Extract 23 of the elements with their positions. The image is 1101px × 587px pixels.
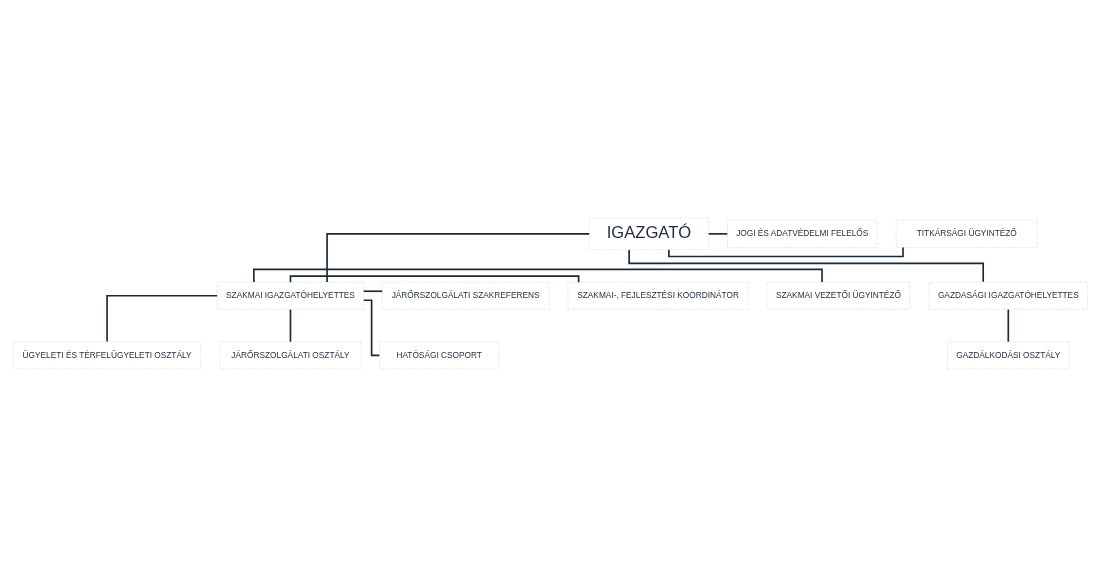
node-box: GAZDÁLKODÁSI OSZTÁLY [947,341,1070,370]
node-box: JÁRŐRSZOLGÁLATI OSZTÁLY [219,341,362,370]
node-box: IGAZGATÓ [589,217,709,251]
node-box: SZAKMAI IGAZGATÓHELYETTES [216,281,365,310]
connector [628,249,985,283]
node-box: GAZDASÁGI IGAZGATÓHELYETTES [928,281,1088,310]
node-box: SZAKMAI-, FEJLESZTÉSI KOORDINÁTOR [567,281,749,310]
connector [326,233,591,283]
node-box: JOGI ÉS ADATVÉDELMI FELELŐS [727,219,878,248]
node-box: HATÓSÁGI CSOPORT [379,341,500,370]
connector [362,290,383,293]
node-box: TITKÁRSÁGI ÜGYINTÉZŐ [895,219,1038,248]
node-box: JÁRŐRSZOLGÁLATI SZAKREFERENS [381,281,550,310]
connector [363,299,381,357]
connector [253,268,823,283]
node-box: ÜGYELETI ÉS TÉRFELÜGYELETI OSZTÁLY [13,341,202,370]
node-box: SZAKMAI VEZETŐI ÜGYINTÉZŐ [766,281,911,310]
connector [106,294,218,343]
connector [289,275,580,283]
connector [707,233,729,235]
connector [289,308,292,343]
connector [1007,308,1010,343]
connector [668,246,904,258]
